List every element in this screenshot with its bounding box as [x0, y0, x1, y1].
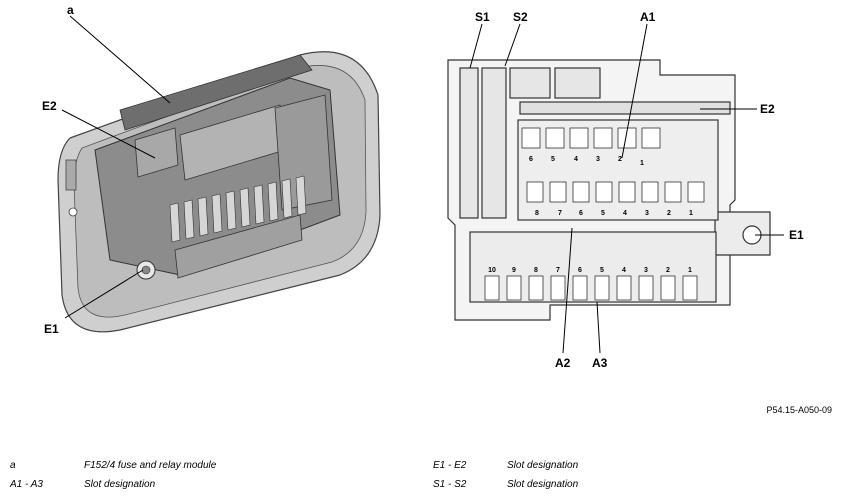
- legend-value: Slot designation: [84, 479, 156, 490]
- callout-a3: A3: [592, 356, 608, 370]
- slot-a3-1: 1: [688, 267, 692, 274]
- slot-a2-8: 8: [535, 210, 539, 217]
- slot-a2-5: 5: [601, 210, 605, 217]
- callout-a2: A2: [555, 356, 571, 370]
- figure-reference: P54.15-A050-09: [766, 405, 832, 415]
- legend-value: Slot designation: [507, 460, 579, 471]
- callout-e2-left: E2: [42, 99, 57, 113]
- slot-a2-7: 7: [558, 210, 562, 217]
- slot-a1-5: 5: [551, 156, 555, 163]
- callout-e1-right: E1: [789, 228, 804, 242]
- slot-a2-6: 6: [579, 210, 583, 217]
- legend-value: F152/4 fuse and relay module: [84, 460, 217, 471]
- slot-a1-3: 3: [596, 156, 600, 163]
- callout-s1: S1: [475, 10, 490, 24]
- slot-a3-3: 3: [644, 267, 648, 274]
- legend-row: A1 - A3 Slot designation: [10, 475, 216, 494]
- module-perspective-view: [57, 51, 381, 333]
- legend-right: E1 - E2 Slot designation S1 - S2 Slot desi…: [433, 456, 578, 494]
- callout-s2: S2: [513, 10, 528, 24]
- slot-a1-2: 2: [618, 156, 622, 163]
- slot-a2-2: 2: [667, 210, 671, 217]
- callout-e1-left: E1: [44, 322, 59, 336]
- slot-a3-10: 10: [488, 267, 496, 274]
- slot-a3-7: 7: [556, 267, 560, 274]
- slot-a1-6: 6: [529, 156, 533, 163]
- slot-a2-3: 3: [645, 210, 649, 217]
- callout-a: a: [67, 3, 74, 17]
- diagram-canvas: a E2 E1 6 5 4 3 2 1: [42, 3, 804, 370]
- callout-e2-right: E2: [760, 102, 775, 116]
- slot-a3-9: 9: [512, 267, 516, 274]
- module-top-view: [447, 59, 771, 321]
- legend-value: Slot designation: [507, 479, 579, 490]
- legend-row: S1 - S2 Slot designation: [433, 475, 578, 494]
- slot-a3-5: 5: [600, 267, 604, 274]
- legend-row: a F152/4 fuse and relay module: [10, 456, 216, 475]
- slot-a3-6: 6: [578, 267, 582, 274]
- legend-key: A1 - A3: [10, 479, 43, 490]
- slot-a1-4: 4: [574, 156, 578, 163]
- slot-a2-4: 4: [623, 210, 627, 217]
- slot-a3-4: 4: [622, 267, 626, 274]
- slot-a2-1: 1: [689, 210, 693, 217]
- legend-left: a F152/4 fuse and relay module A1 - A3 Slo…: [10, 456, 216, 494]
- legend-key: S1 - S2: [433, 479, 467, 490]
- legend-key: a: [10, 460, 16, 471]
- legend-key: E1 - E2: [433, 460, 467, 471]
- callout-a1: A1: [640, 10, 656, 24]
- slot-a1-1: 1: [640, 160, 644, 167]
- slot-a3-8: 8: [534, 267, 538, 274]
- legend-row: E1 - E2 Slot designation: [433, 456, 578, 475]
- slot-a3-2: 2: [666, 267, 670, 274]
